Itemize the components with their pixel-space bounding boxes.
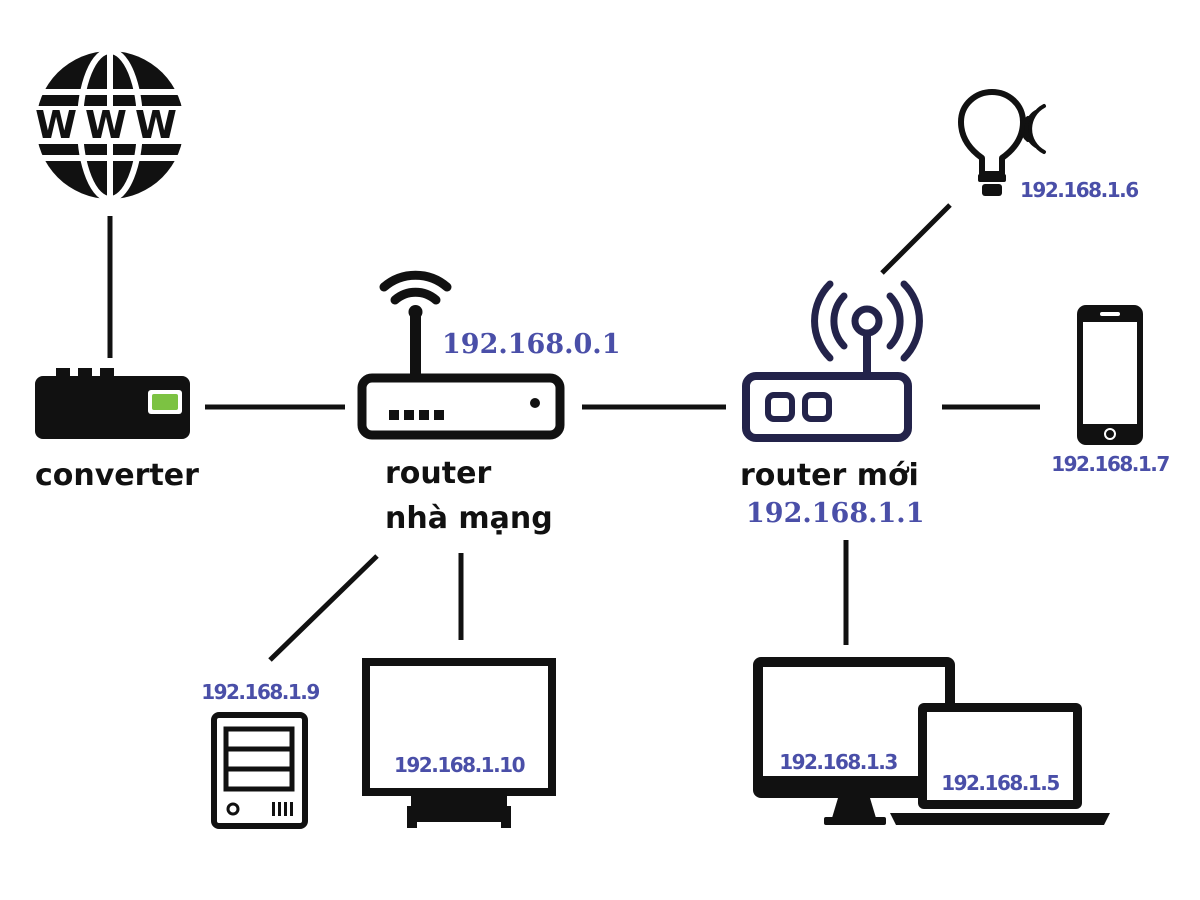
phone-ip: 192.168.1.7 bbox=[1051, 452, 1169, 476]
isp-router-label-line2: nhà mạng bbox=[385, 501, 553, 536]
server-icon bbox=[211, 712, 308, 829]
laptop-icon bbox=[890, 703, 1110, 825]
wireless-router-icon bbox=[742, 280, 923, 442]
new-router-ip: 192.168.1.1 bbox=[746, 498, 925, 529]
nas-ip: 192.168.1.9 bbox=[201, 680, 319, 704]
www-globe-icon: WWW bbox=[22, 48, 198, 202]
converter-icon bbox=[35, 368, 190, 439]
isp-router-ip: 192.168.0.1 bbox=[442, 329, 621, 360]
wifi-router-icon bbox=[357, 270, 565, 440]
monitor-icon bbox=[362, 658, 556, 828]
desktop-ip: 192.168.1.3 bbox=[779, 750, 897, 774]
smart-bulb-icon bbox=[958, 89, 1046, 196]
laptop-ip: 192.168.1.5 bbox=[941, 771, 1059, 795]
connection-lines bbox=[107, 203, 1040, 662]
link-new-router-bulb bbox=[880, 203, 952, 275]
monitor-ip: 192.168.1.10 bbox=[394, 753, 525, 777]
isp-router-label-line1: router bbox=[385, 456, 491, 491]
smart-bulb-ip: 192.168.1.6 bbox=[1020, 178, 1138, 202]
desktop-icon bbox=[753, 657, 955, 825]
converter-label: converter bbox=[35, 458, 199, 493]
link-isp-router-nas bbox=[268, 554, 379, 662]
smartphone-icon bbox=[1077, 305, 1143, 445]
new-router-label: router mới bbox=[740, 458, 919, 493]
www-text: WWW bbox=[35, 103, 185, 147]
